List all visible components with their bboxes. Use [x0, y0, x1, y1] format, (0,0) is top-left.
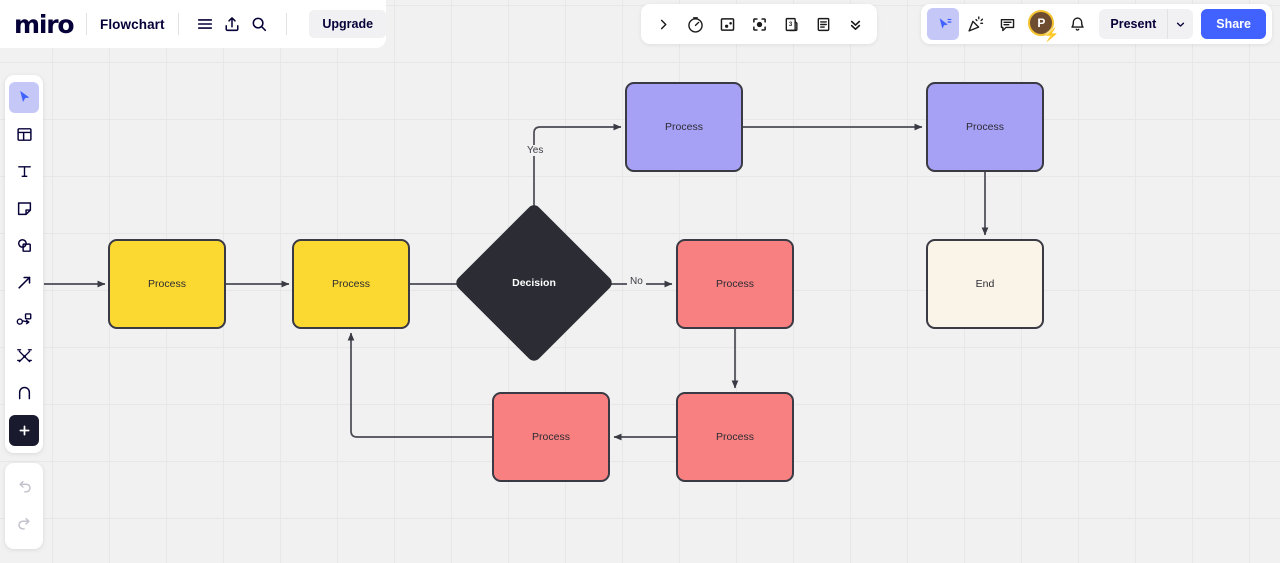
lightning-badge-icon: ⚡: [1043, 27, 1060, 42]
edge-label-no: No: [627, 276, 646, 287]
focus-mode-icon[interactable]: [743, 8, 775, 40]
flow-node-end[interactable]: End: [926, 239, 1044, 329]
redo-button[interactable]: [9, 509, 39, 540]
avatar-initial: P: [1028, 10, 1055, 36]
divider: [86, 13, 87, 35]
topbar-left: miro Flowchart Upgrade: [0, 0, 387, 48]
undo-button[interactable]: [9, 472, 39, 503]
flow-node-label: Process: [532, 431, 570, 443]
select-tool-icon[interactable]: [9, 82, 39, 113]
flow-node-label: Process: [716, 431, 754, 443]
flow-node-label: Process: [716, 278, 754, 290]
share-upload-icon[interactable]: [222, 9, 241, 39]
flow-node-process[interactable]: Process: [492, 392, 610, 482]
flow-node-process[interactable]: Process: [292, 239, 410, 329]
divider: [285, 13, 287, 35]
edge-process8-loopback-to-process2: [347, 332, 492, 438]
share-button[interactable]: Share: [1201, 9, 1266, 39]
expand-chevron-icon[interactable]: [647, 8, 679, 40]
flow-node-process[interactable]: Process: [926, 82, 1044, 172]
flow-node-process[interactable]: Process: [676, 392, 794, 482]
sticky-note-tool-icon[interactable]: [9, 193, 39, 224]
chevron-down-icon[interactable]: [1167, 9, 1193, 39]
search-icon[interactable]: [250, 9, 269, 39]
present-control[interactable]: Present: [1099, 9, 1194, 39]
timer-icon[interactable]: [679, 8, 711, 40]
edge-decision-yes-to-process3: [533, 123, 622, 226]
flow-node-label: End: [975, 278, 995, 290]
miro-logo[interactable]: miro: [14, 9, 75, 39]
menu-icon[interactable]: [195, 9, 214, 39]
frame-icon[interactable]: [711, 8, 743, 40]
left-toolbar: [5, 75, 43, 453]
text-tool-icon[interactable]: [9, 156, 39, 187]
flow-node-decision[interactable]: Decision: [453, 202, 615, 364]
present-label: Present: [1110, 17, 1157, 31]
connector-tool-icon[interactable]: [9, 304, 39, 335]
more-chevrons-down-icon[interactable]: [839, 8, 871, 40]
flow-node-process[interactable]: Process: [625, 82, 743, 172]
flow-node-label: Process: [665, 121, 703, 133]
celebrate-party-icon[interactable]: [959, 8, 991, 40]
upgrade-button[interactable]: Upgrade: [309, 10, 387, 38]
templates-tool-icon[interactable]: [9, 119, 39, 150]
edge-label-yes: Yes: [524, 145, 547, 156]
divider: [177, 13, 179, 35]
flow-node-label: Process: [148, 278, 186, 290]
document-icon[interactable]: [807, 8, 839, 40]
bell-icon[interactable]: [1061, 8, 1093, 40]
topbar-center-tools: 3: [641, 4, 877, 44]
comment-icon[interactable]: [991, 8, 1023, 40]
more-apps-tool-icon[interactable]: [9, 415, 39, 446]
flow-node-label: Process: [966, 121, 1004, 133]
cursor-tool-icon[interactable]: [927, 8, 960, 40]
flow-node-process[interactable]: Process: [676, 239, 794, 329]
svg-text:3: 3: [788, 22, 792, 28]
flow-node-label: Decision: [512, 277, 556, 289]
board-title[interactable]: Flowchart: [99, 16, 165, 32]
avatar[interactable]: P ⚡: [1026, 8, 1060, 42]
flow-node-label: Process: [332, 278, 370, 290]
history-toolbar: [5, 463, 43, 549]
topbar-right-tools: P ⚡ Present Share: [921, 4, 1272, 44]
cards-icon[interactable]: 3: [775, 8, 807, 40]
mindmap-tool-icon[interactable]: [9, 341, 39, 372]
shapes-tool-icon[interactable]: [9, 230, 39, 261]
flow-node-process[interactable]: Process: [108, 239, 226, 329]
pen-tool-icon[interactable]: [9, 378, 39, 409]
arrow-tool-icon[interactable]: [9, 267, 39, 298]
